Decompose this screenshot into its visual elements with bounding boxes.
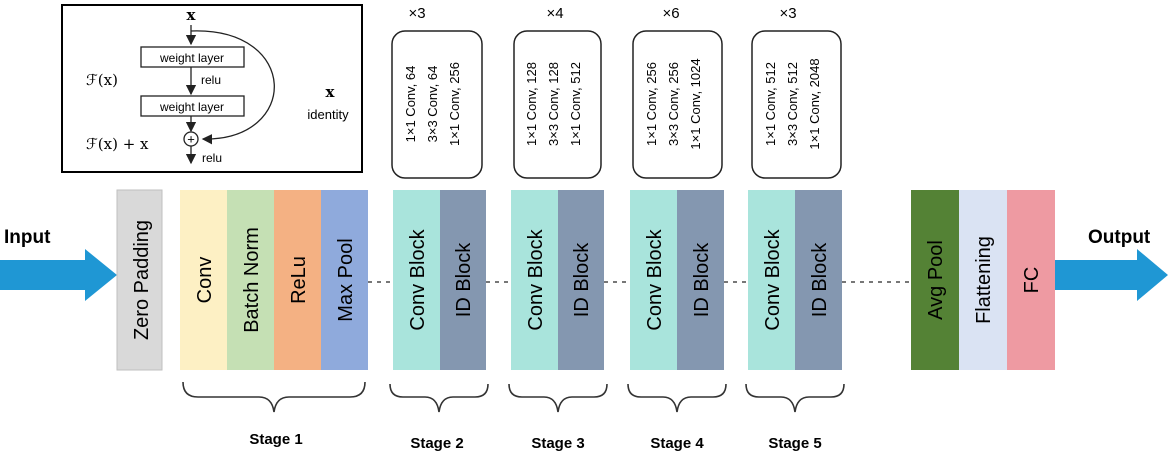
stage3-conv-block-label: Conv Block <box>525 228 547 330</box>
max-pool-label: Max Pool <box>335 238 357 321</box>
stage4-id-block-label: ID Block <box>691 242 713 317</box>
stage5-bottleneck-box <box>751 30 842 179</box>
stage2-conv-3: 1×1 Conv, 256 <box>447 62 462 146</box>
stage2-bottleneck-box <box>391 30 483 179</box>
batch-norm-rect <box>227 190 274 370</box>
fx-label: ℱ(x) <box>86 71 118 89</box>
stage4-repeat: ×6 <box>662 5 679 22</box>
stage1-brace <box>182 381 366 413</box>
stage1-label: Stage 1 <box>249 431 302 448</box>
stage2-conv-block-label: Conv Block <box>407 228 429 330</box>
stage4-conv-2: 3×3 Conv, 256 <box>666 62 681 146</box>
flattening-rect <box>959 190 1007 370</box>
stage3-conv-1: 1×1 Conv, 128 <box>524 62 539 146</box>
weight-layer-1-label: weight layer <box>159 51 224 65</box>
stage5-conv-block-rect <box>748 190 795 370</box>
stage3-conv-block-rect <box>511 190 558 370</box>
zero-padding-label: Zero Padding <box>131 220 153 340</box>
stage-braces <box>182 381 845 413</box>
stage2-id-block-rect <box>440 190 486 370</box>
relu-rect <box>274 190 321 370</box>
weight-layer-2 <box>140 95 245 117</box>
batch-norm-label: Batch Norm <box>241 227 263 333</box>
stage3-id-block-rect <box>558 190 604 370</box>
stage3-brace <box>508 383 608 413</box>
stage3-bottleneck-box <box>513 30 602 179</box>
fx-plus-x-label: ℱ(x) + x <box>86 135 149 153</box>
stage4-conv-block-label: Conv Block <box>644 228 666 330</box>
stage3-repeat: ×4 <box>546 5 563 22</box>
stage4-bottleneck-box <box>632 30 723 179</box>
stage2-brace <box>389 383 489 413</box>
weight-layer-2-label: weight layer <box>159 100 224 114</box>
stage2-label: Stage 2 <box>410 435 463 452</box>
stage2-conv-2: 3×3 Conv, 64 <box>425 66 440 143</box>
max-pool-rect <box>321 190 368 370</box>
fc-rect <box>1007 190 1055 370</box>
stage4-label: Stage 4 <box>650 435 704 452</box>
stage3-label: Stage 3 <box>531 435 584 452</box>
head-blocks: Avg Pool Flattening FC <box>911 190 1055 370</box>
stage5-brace <box>745 383 845 413</box>
stage4-conv-3: 1×1 Conv, 1024 <box>688 58 703 149</box>
stage5-conv-block-label: Conv Block <box>762 228 784 330</box>
input-label: Input <box>4 227 51 248</box>
inset-input-x: x <box>187 6 197 24</box>
stage4-conv-1: 1×1 Conv, 256 <box>644 62 659 146</box>
stage2-repeat: ×3 <box>408 5 425 22</box>
stage5-id-block-rect <box>795 190 842 370</box>
stage1-blocks: Conv Batch Norm ReLu Max Pool <box>180 190 368 370</box>
fc-label: FC <box>1021 267 1043 294</box>
zero-padding-rect <box>116 189 163 371</box>
zero-padding-block: Zero Padding <box>116 189 163 371</box>
stage3-conv-3: 1×1 Conv, 512 <box>568 62 583 146</box>
stage5-conv-3: 1×1 Conv, 2048 <box>807 58 822 149</box>
add-node-plus: + <box>187 132 195 147</box>
stage5-repeat: ×3 <box>779 5 796 22</box>
output-label: Output <box>1088 227 1151 248</box>
stage5-id-block-label: ID Block <box>809 242 831 317</box>
stage5-group: ×3 1×1 Conv, 512 3×3 Conv, 512 1×1 Conv,… <box>748 5 842 370</box>
stage3-id-block-label: ID Block <box>571 242 593 317</box>
identity-x-label: x <box>326 83 336 101</box>
stage2-conv-1: 1×1 Conv, 64 <box>403 66 418 143</box>
stage4-brace <box>627 383 727 413</box>
stage4-id-block-rect <box>677 190 724 370</box>
identity-skip-connection <box>190 30 275 145</box>
relu-out-label: relu <box>202 151 222 165</box>
stage3-group: ×4 1×1 Conv, 128 3×3 Conv, 128 1×1 Conv,… <box>511 5 604 370</box>
avg-pool-rect <box>911 190 959 370</box>
identity-label: identity <box>307 107 349 122</box>
stage2-group: ×3 1×1 Conv, 64 3×3 Conv, 64 1×1 Conv, 2… <box>391 5 486 370</box>
stage4-conv-block-rect <box>630 190 677 370</box>
weight-layer-1 <box>140 46 245 68</box>
conv-rect <box>180 190 227 370</box>
residual-block-inset: x weight layer relu weight layer + relu … <box>61 4 363 173</box>
input-arrow <box>0 249 117 301</box>
flattening-label: Flattening <box>973 236 995 324</box>
output-arrow <box>1055 249 1168 301</box>
stage2-conv-block-rect <box>393 190 440 370</box>
stage2-id-block-label: ID Block <box>453 242 475 317</box>
stage5-conv-2: 3×3 Conv, 512 <box>785 62 800 146</box>
conv-label: Conv <box>194 257 216 304</box>
stage5-conv-1: 1×1 Conv, 512 <box>763 62 778 146</box>
relu-label: ReLu <box>288 256 310 304</box>
avg-pool-label: Avg Pool <box>925 240 947 320</box>
stage4-group: ×6 1×1 Conv, 256 3×3 Conv, 256 1×1 Conv,… <box>630 5 724 370</box>
relu-mid-label: relu <box>201 73 221 87</box>
stage3-conv-2: 3×3 Conv, 128 <box>546 62 561 146</box>
stage5-label: Stage 5 <box>768 435 821 452</box>
